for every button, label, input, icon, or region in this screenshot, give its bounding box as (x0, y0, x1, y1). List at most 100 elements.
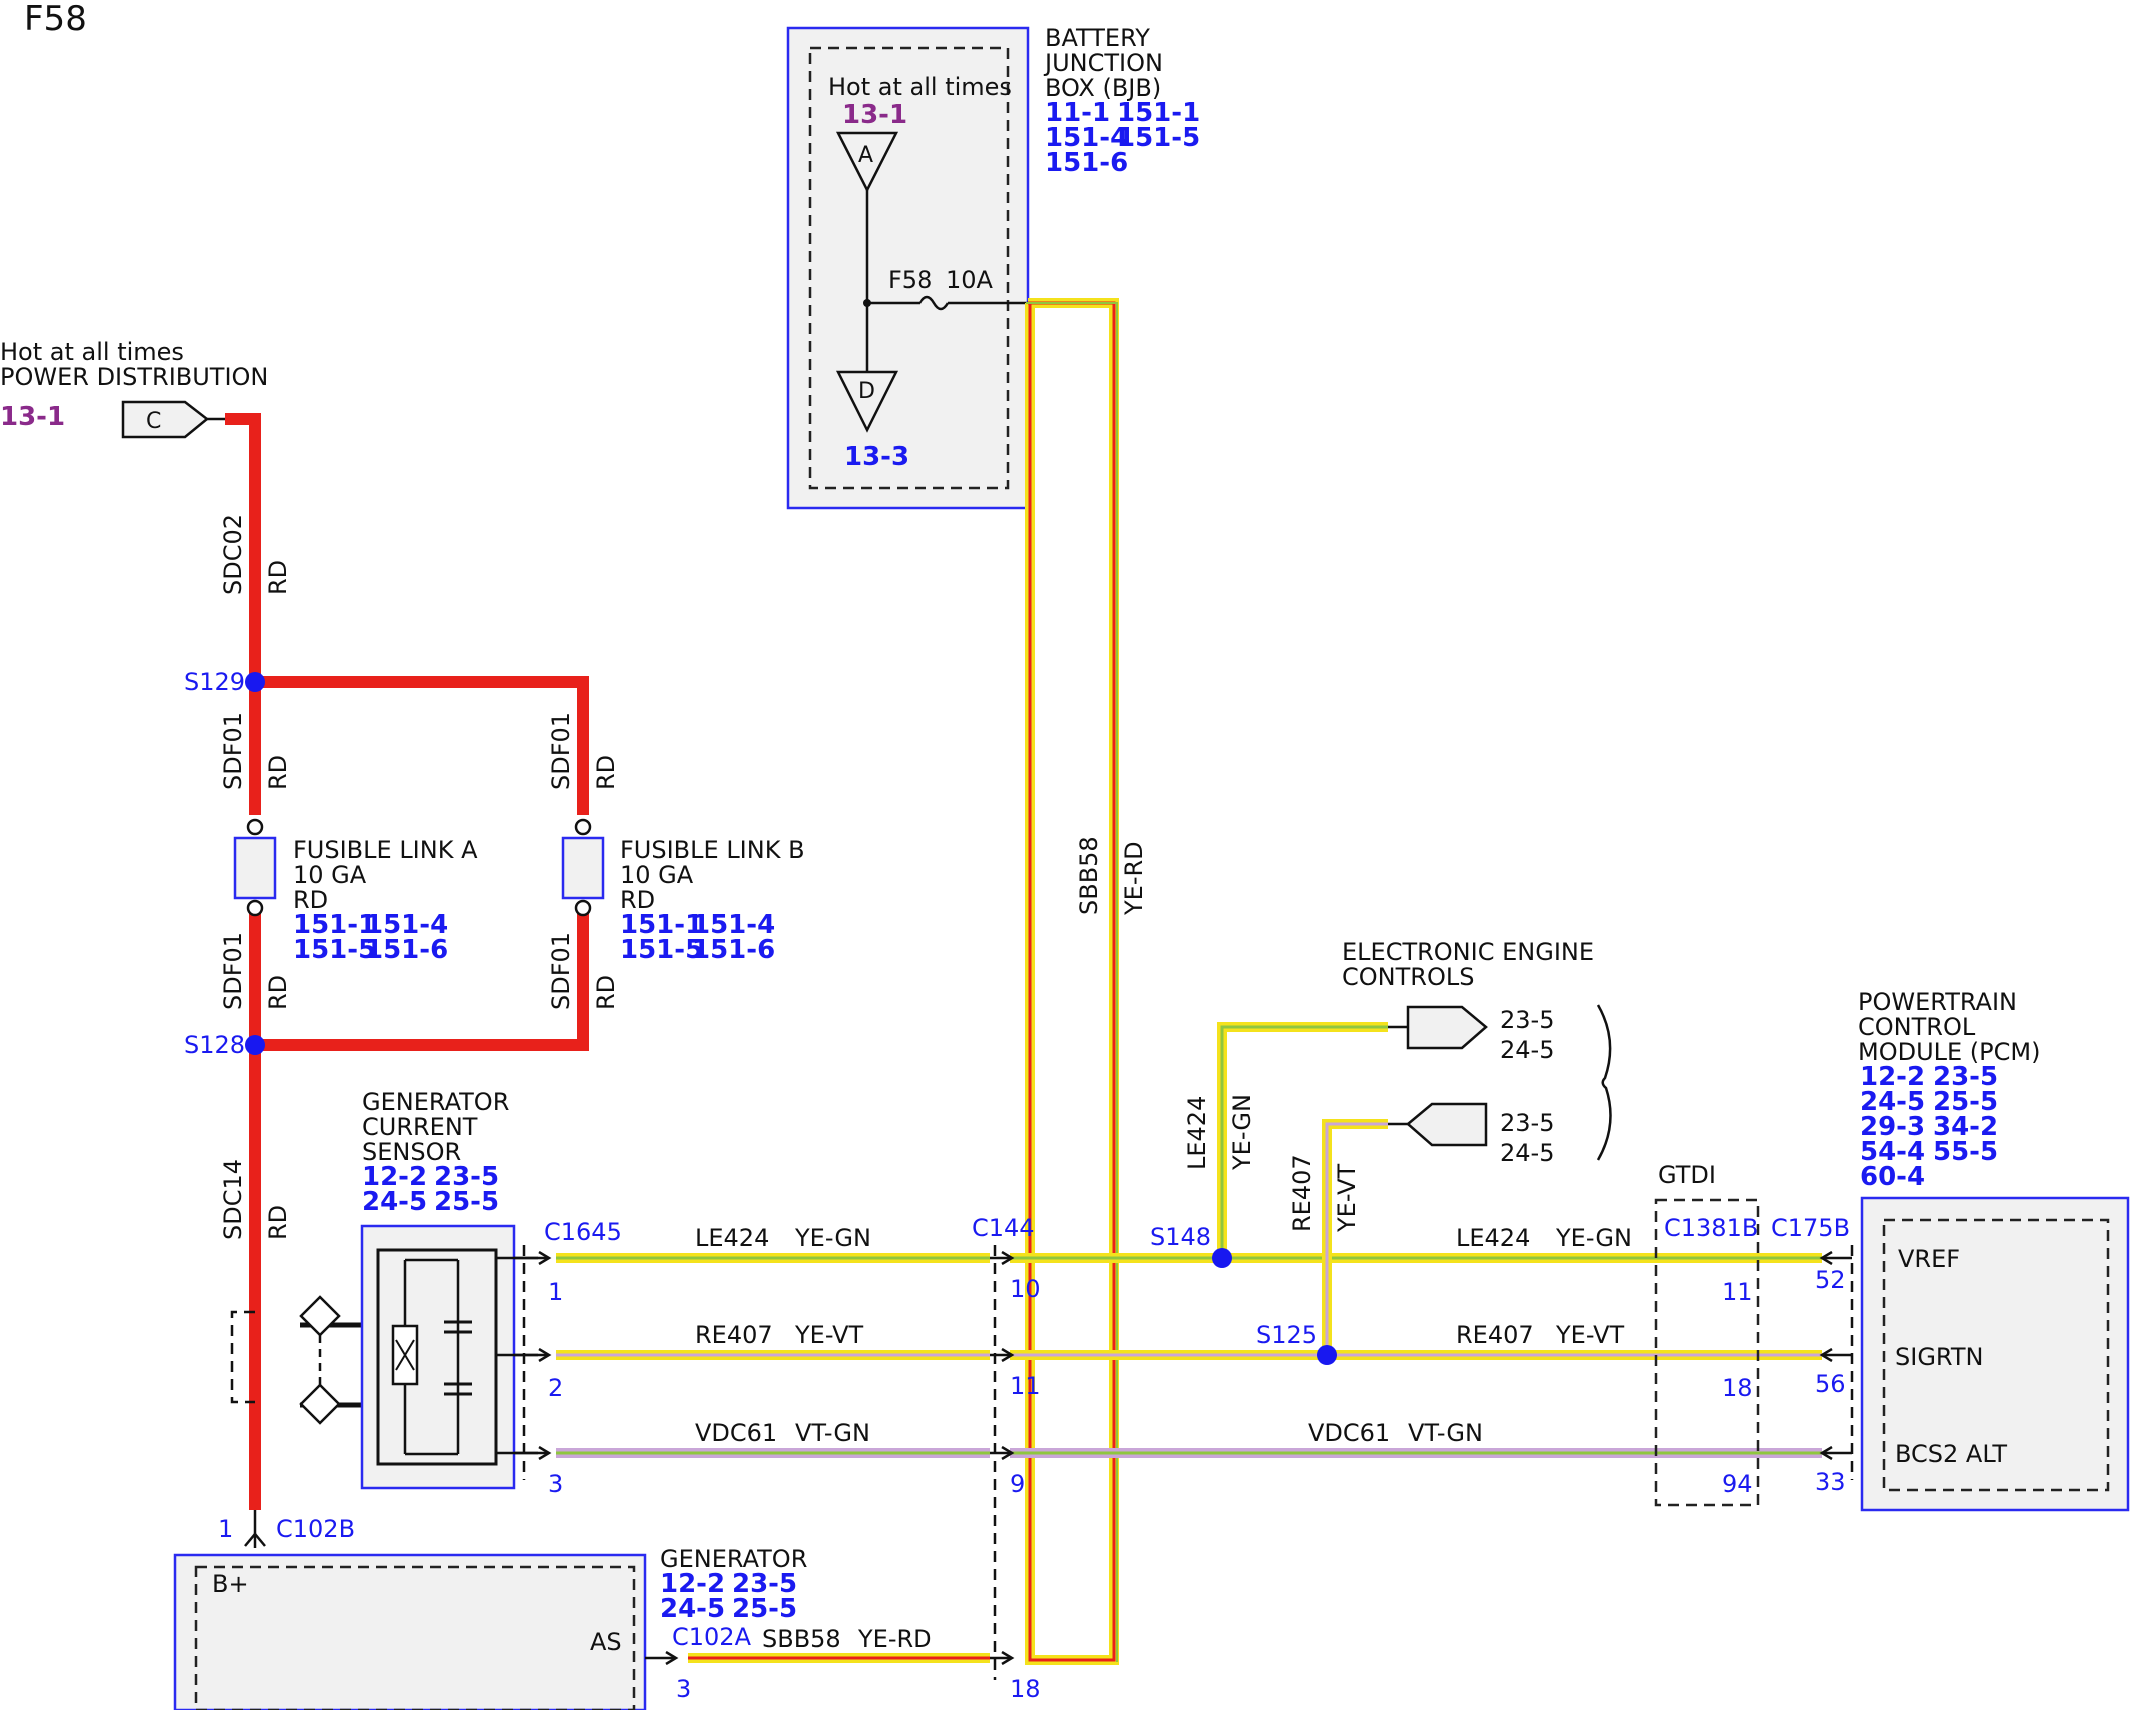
c102b-pin: 1 (218, 1515, 233, 1543)
c175b-pin: 56 (1815, 1370, 1846, 1398)
current-sensor-tap-icon (299, 1295, 341, 1337)
fusible-link-b-ref: 151-5 (620, 935, 703, 965)
splice-s148-dot (1212, 1248, 1232, 1268)
c1645-pin: 2 (548, 1374, 563, 1402)
generator-pin-as: AS (590, 1628, 622, 1656)
wire-sdf01-name: SDF01 (219, 712, 247, 790)
bjb-title-line1: BATTERY (1045, 24, 1150, 52)
pcm-ref: 23-5 (1933, 1062, 1998, 1092)
splice-s129-label: S129 (184, 668, 245, 696)
pcm-title-line2: CONTROL (1858, 1013, 1976, 1041)
c175b-pin: 52 (1815, 1266, 1846, 1294)
gen-sensor-ref: 23-5 (434, 1162, 499, 1192)
eec-title-line1: ELECTRONIC ENGINE (1342, 938, 1594, 966)
wire-sbb58 (1025, 298, 1119, 1665)
generator-module (173, 1553, 647, 1710)
c1645-pin: 3 (548, 1470, 563, 1498)
bjb-hot-label: Hot at all times (828, 73, 1012, 101)
wire-sdf01-color: RD (592, 975, 620, 1010)
bjb-ref: 151-5 (1117, 123, 1200, 153)
wire-sbb58-gen-name: SBB58 (762, 1625, 841, 1653)
wire-le424-branch-name: LE424 (1183, 1096, 1211, 1170)
bjb-ref: 11-1 (1045, 98, 1110, 128)
fusible-link-b-ref: 151-4 (692, 910, 775, 940)
eec-connector-icon (1406, 1005, 1488, 1050)
eec-ref: 23-5 (1500, 1109, 1554, 1137)
connector-c102b-label: C102B (276, 1515, 355, 1543)
connector-c-icon (121, 400, 210, 439)
fuse-name: F58 (888, 266, 932, 294)
wire-le424-color: YE-GN (1555, 1224, 1632, 1252)
generator-title: GENERATOR (660, 1545, 807, 1573)
gtdi-connector-outline (1654, 1198, 1760, 1507)
fusible-link-a-ref: 151-6 (365, 935, 448, 965)
c144-pin: 9 (1010, 1470, 1025, 1498)
wire-sdf01-color: RD (264, 755, 292, 790)
pcm-title-line3: MODULE (PCM) (1858, 1038, 2040, 1066)
generator-ref: 25-5 (732, 1594, 797, 1624)
eec-title-line2: CONTROLS (1342, 963, 1474, 991)
fuse-icon (918, 295, 950, 311)
splice-s125-label: S125 (1256, 1321, 1317, 1349)
fusible-link-a-name: FUSIBLE LINK A (293, 836, 478, 864)
wire-re407-branch-color: YE-VT (1333, 1164, 1361, 1233)
fusible-link-b (561, 818, 605, 917)
splice-s125-dot (1317, 1345, 1337, 1365)
gen-sensor-ref: 12-2 (362, 1162, 427, 1192)
wire-vdc61-name: VDC61 (695, 1419, 777, 1447)
wire-re407-branch-name: RE407 (1288, 1154, 1316, 1232)
wire-vdc61-color: VT-GN (1408, 1419, 1483, 1447)
wire-re407-branch (1322, 1119, 1388, 1355)
pcm-ref: 25-5 (1933, 1087, 1998, 1117)
bjb-ref: 151-1 (1117, 98, 1200, 128)
bjb-connector-d: D (858, 379, 875, 404)
connector-c1645-label: C1645 (544, 1218, 622, 1246)
fusible-link-b-name: FUSIBLE LINK B (620, 836, 805, 864)
wire-sdf01-name: SDF01 (547, 932, 575, 1010)
c144-pin: 18 (1010, 1675, 1041, 1703)
power-dist-ref: 13-1 (0, 402, 65, 432)
c144-pin: 11 (1010, 1372, 1041, 1400)
power-dist-title: POWER DISTRIBUTION (0, 363, 268, 391)
wire-re407-name: RE407 (1456, 1321, 1534, 1349)
wire-le424-branch (1217, 1022, 1388, 1258)
wire-sdf01-name: SDF01 (547, 712, 575, 790)
c1381b-pin: 11 (1722, 1278, 1753, 1306)
eec-connector-icon (1406, 1102, 1488, 1147)
pcm-ref: 55-5 (1933, 1137, 1998, 1167)
wire-re407-name: RE407 (695, 1321, 773, 1349)
page-title: F58 (24, 0, 87, 39)
wire-sbb58-color: YE-RD (1120, 841, 1148, 916)
bjb-connector-a: A (858, 143, 873, 168)
pcm-ref: 12-2 (1860, 1062, 1925, 1092)
fusible-link-b-gauge: 10 GA (620, 861, 694, 889)
generator-ref: 23-5 (732, 1569, 797, 1599)
c144-pin: 10 (1010, 1275, 1041, 1303)
bjb-ref: 151-6 (1045, 148, 1128, 178)
splice-s148-label: S148 (1150, 1223, 1211, 1251)
fusible-link-b-color: RD (620, 886, 655, 914)
pcm-ref: 60-4 (1860, 1162, 1925, 1192)
pcm-ref: 34-2 (1933, 1112, 1998, 1142)
wire-le424-name: LE424 (695, 1224, 769, 1252)
wire-sbb58-gen-color: YE-RD (857, 1625, 932, 1653)
gen-sensor-title-line1: GENERATOR (362, 1088, 509, 1116)
battery-junction-box: Hot at all times 13-1 A F58 10A D 13-3 (786, 26, 1030, 510)
red-wire-network (225, 413, 589, 1510)
power-dist-label: Hot at all times (0, 338, 184, 366)
bjb-bottom-ref: 13-3 (844, 442, 909, 472)
fuse-rating: 10A (946, 266, 994, 294)
bjb-ref: 151-4 (1045, 123, 1128, 153)
fusible-link-a (233, 818, 277, 917)
connector-c144-label: C144 (972, 1214, 1035, 1242)
pcm-ref: 24-5 (1860, 1087, 1925, 1117)
gen-sensor-title-line3: SENSOR (362, 1138, 461, 1166)
wire-sdf01-name: SDF01 (219, 932, 247, 1010)
splice-s129-dot (245, 672, 265, 692)
c1645-pin: 1 (548, 1278, 563, 1306)
fusible-link-a-ref: 151-4 (365, 910, 448, 940)
current-sensor-tap-icon (299, 1383, 341, 1425)
connector-c175b-label: C175B (1771, 1214, 1850, 1242)
splice-s128-label: S128 (184, 1031, 245, 1059)
